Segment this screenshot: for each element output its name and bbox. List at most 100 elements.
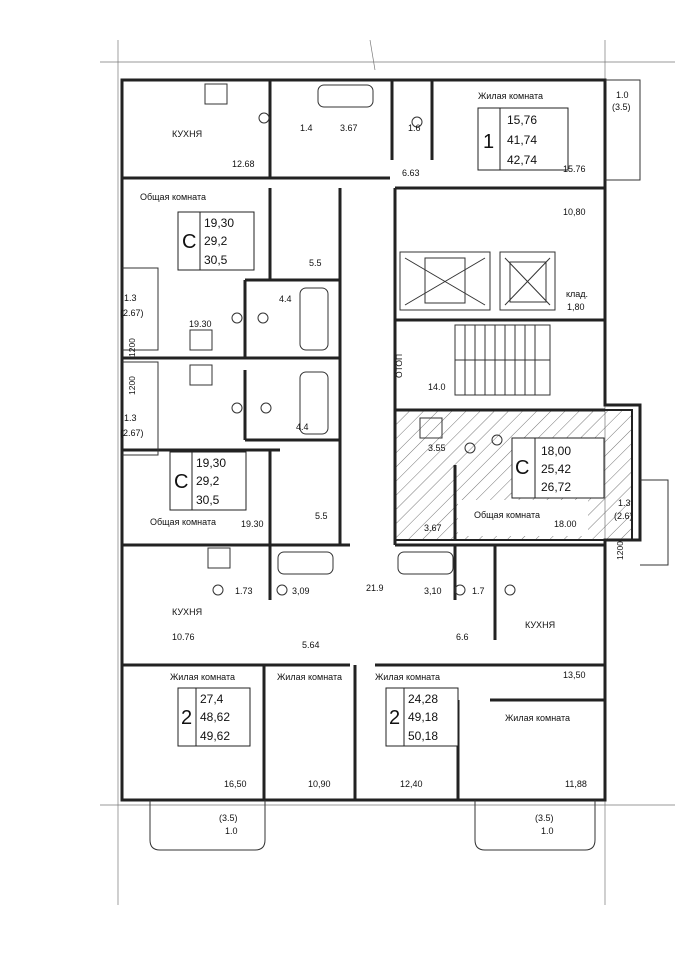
dimension-label: 1200 [615,541,625,560]
unit3-value-2: 29,2 [196,474,220,488]
unit5-value-2: 48,62 [200,710,230,724]
balcony-area: 1.3 [618,498,631,508]
area-value: 6.63 [402,168,420,178]
toilets [212,112,516,596]
unit6-value-1: 24,28 [408,692,438,706]
room-label-common-4: Общая комната [474,510,540,520]
area-value: 1,80 [567,302,585,312]
unit1-value-3: 42,74 [507,153,537,167]
unit3-type: С [174,471,188,493]
unit5-type: 2 [181,707,192,729]
interior-walls [122,80,605,800]
unit3-box [169,451,247,511]
area-value: 19.30 [241,519,264,529]
area-value: 12,40 [400,779,423,789]
room-label-shaft: ОТОП [394,354,404,378]
unit2-value-1: 19,30 [204,216,234,230]
room-label-living-5a: Жилая комната [170,672,235,682]
area-value: 5.5 [309,258,322,268]
unit1-box [477,107,569,171]
hatched-label-box [511,437,605,499]
stoves [189,83,443,569]
balconies [122,79,669,851]
room-label-storage: клад. [566,289,588,299]
room-label-living-5b: Жилая комната [277,672,342,682]
area-values: 12.68 1.4 3.67 1.6 6.63 15.76 10,80 1,80… [172,123,587,789]
unit2-type: С [182,231,196,253]
room-label-kitchen-1: КУХНЯ [172,129,202,139]
area-value: 13,50 [563,670,586,680]
area-value: 1.4 [300,123,313,133]
room-label-living-1: Жилая комната [478,91,543,101]
area-value: 1.7 [472,586,485,596]
area-value: 14.0 [428,382,446,392]
area-value: 3,10 [424,586,442,596]
area-value: 4.4 [296,422,309,432]
hatched-room-clear [458,500,588,536]
balcony-labels: 1.0 (3.5) 1.3 (2.67) 1.3 (2.67) 1.3 (2.6… [120,90,633,836]
area-value: 3.67 [340,123,358,133]
room-label-living-6b: Жилая комната [505,713,570,723]
area-value: 5.64 [302,640,320,650]
area-value: 21.9 [366,583,384,593]
staircase [454,324,551,396]
unit6-type: 2 [389,707,400,729]
area-value: 3.67 [424,523,442,533]
room-label-common-2: Общая комната [140,192,206,202]
balcony-area: (2.67) [120,428,144,438]
dimension-label: 1200 [127,338,137,357]
unit5-value-3: 49,62 [200,729,230,743]
unit1-type: 1 [483,131,494,153]
area-value: 5.5 [315,511,328,521]
unit6-value-3: 50,18 [408,729,438,743]
balcony-area: (2.6) [614,511,633,521]
area-value: 12.68 [232,159,255,169]
area-value: 10,90 [308,779,331,789]
room-label-common-3: Общая комната [150,517,216,527]
unit5-box [177,687,251,747]
area-value: 4.4 [279,294,292,304]
area-value: 6.6 [456,632,469,642]
room-label-kitchen-5: КУХНЯ [172,607,202,617]
unit1-value-2: 41,74 [507,133,537,147]
area-value: 15.76 [563,164,586,174]
unit2-box [177,211,255,271]
unit4-value-2: 25,42 [541,462,571,476]
room-label-kitchen-6: КУХНЯ [525,620,555,630]
balcony-area: 1.3 [124,293,137,303]
balcony-area: (3.5) [535,813,554,823]
unit4-value-3: 26,72 [541,480,571,494]
area-value: 10.76 [172,632,195,642]
area-value: 18.00 [554,519,577,529]
balcony-area: 1.0 [225,826,238,836]
unit6-value-2: 49,18 [408,710,438,724]
unit3-value-3: 30,5 [196,493,220,507]
unit1-value-1: 15,76 [507,113,537,127]
area-value: 16,50 [224,779,247,789]
unit2-value-2: 29,2 [204,234,228,248]
balcony-area: 1.0 [616,90,629,100]
unit6-box [385,687,459,747]
area-value: 3.55 [428,443,446,453]
room-label-living-6a: Жилая комната [375,672,440,682]
balcony-area: 1.3 [124,413,137,423]
area-value: 1.73 [235,586,253,596]
area-value: 1.6 [408,123,421,133]
bathtubs [277,84,454,575]
area-value: 19.30 [189,319,212,329]
unit2-value-3: 30,5 [204,253,228,267]
area-value: 10,80 [563,207,586,217]
balcony-area: (3.5) [219,813,238,823]
unit3-value-1: 19,30 [196,456,226,470]
unit5-value-1: 27,4 [200,692,224,706]
unit4-value-1: 18,00 [541,444,571,458]
area-value: 3,09 [292,586,310,596]
elevator-shafts [399,251,556,311]
area-value: 11,88 [565,779,587,789]
balcony-area: (2.67) [120,308,144,318]
dimension-label: 1200 [127,376,137,395]
unit4-type: С [515,457,529,479]
balcony-area: (3.5) [612,102,631,112]
